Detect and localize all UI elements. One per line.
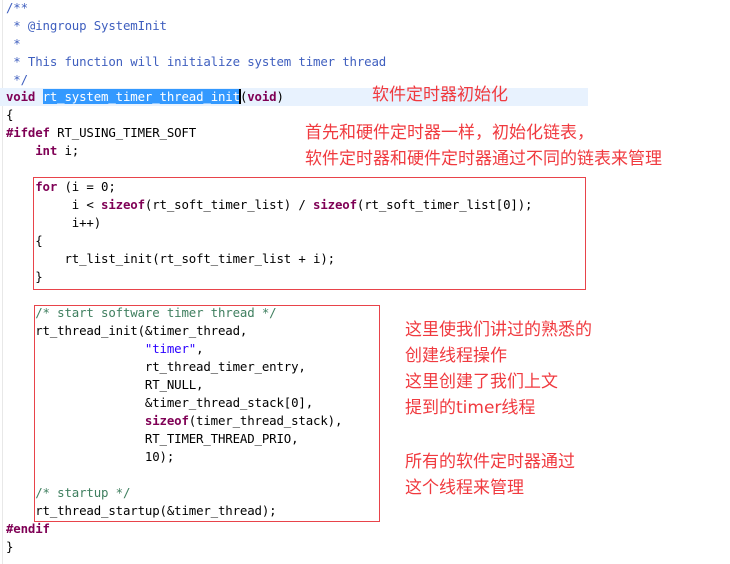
code-line-arg-stack: &timer_thread_stack[0], [144, 395, 314, 410]
annotation-title-note: 软件定时器初始化 [372, 85, 508, 105]
gutter-border [2, 0, 3, 564]
code-line-for-open: { [35, 233, 43, 248]
code-line-ifdef: #ifdef RT_USING_TIMER_SOFT [6, 125, 197, 140]
code-line-arg-size: sizeof(timer_thread_stack), [144, 413, 343, 428]
code-line-doc-open: /** [6, 0, 28, 15]
selected-function-name[interactable]: rt_system_timer_thread_init [42, 89, 240, 104]
code-line-doc-desc: * This function will initialize system t… [6, 54, 387, 69]
code-line-arg-param: RT_NULL, [144, 377, 204, 392]
for-loop-highlight-box [33, 177, 586, 290]
code-line-doc-close: */ [6, 72, 28, 87]
code-line-for: for (i = 0; [35, 179, 116, 194]
annotation-list-note: 首先和硬件定时器一样，初始化链表， 软件定时器和硬件定时器通过不同的链表来管理 [305, 123, 662, 169]
code-line-arg-name: "timer", [144, 341, 204, 356]
code-line-arg-tick: 10); [144, 449, 175, 464]
code-line-close-brace: } [6, 539, 14, 554]
text-caret [238, 89, 241, 104]
code-line-for-inc: i++) [35, 215, 102, 230]
code-line-signature[interactable]: void rt_system_timer_thread_init(void) [6, 89, 284, 104]
annotation-manage-note: 所有的软件定时器通过 这个线程来管理 [405, 452, 575, 498]
code-line-for-close: } [35, 269, 43, 284]
code-line-open-brace: { [6, 107, 14, 122]
code-line-endif: #endif [6, 521, 50, 536]
code-line-thread-init: rt_thread_init(&timer_thread, [35, 323, 248, 338]
code-line-for-cond: i < sizeof(rt_soft_timer_list) / sizeof(… [35, 197, 533, 212]
code-line-thread-startup: rt_thread_startup(&timer_thread); [35, 503, 277, 518]
code-line-decl: int i; [35, 143, 80, 158]
code-line-comment-start-thread: /* start software timer thread */ [35, 305, 277, 320]
code-line-list-init: rt_list_init(rt_soft_timer_list + i); [35, 251, 335, 266]
thread-init-highlight-box [34, 305, 380, 522]
return-type: void [6, 89, 36, 104]
code-line-arg-entry: rt_thread_timer_entry, [144, 359, 306, 374]
code-line-doc-blank: * [6, 36, 21, 51]
annotation-thread-note: 这里使我们讲过的熟悉的 创建线程操作 这里创建了我们上文 提到的timer线程 [405, 320, 592, 418]
code-line-comment-startup: /* startup */ [35, 485, 131, 500]
code-line-doc-ingroup: * @ingroup SystemInit [6, 18, 167, 33]
code-line-arg-prio: RT_TIMER_THREAD_PRIO, [144, 431, 299, 446]
